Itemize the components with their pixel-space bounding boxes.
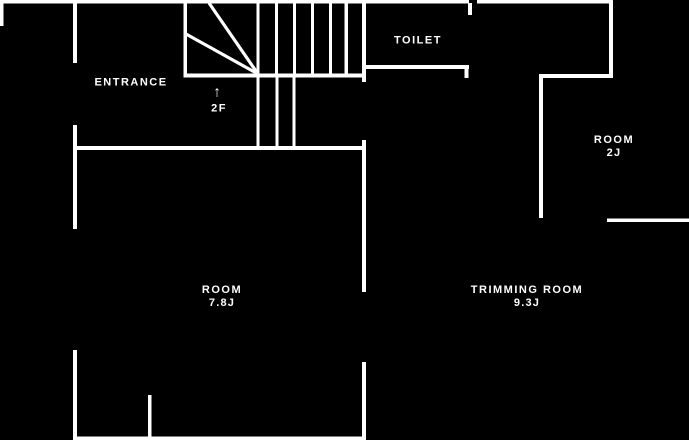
wall-room2j-west-wall xyxy=(539,74,543,218)
wall-stair-tread-9 xyxy=(292,77,296,148)
wall-stair-tread-5 xyxy=(329,0,332,75)
wall-stair-tread-1 xyxy=(256,0,260,75)
entrance-label: ENTRANCE xyxy=(94,76,168,89)
wall-toilet-south-wall xyxy=(362,65,469,69)
room-78j-name: ROOM xyxy=(201,284,243,296)
trimming-room-size: 9.3J xyxy=(513,297,541,309)
wall-stairwell-west-wall xyxy=(183,0,187,77)
room-2j-size: 2J xyxy=(606,147,622,159)
room-2j-label: ROOM 2J xyxy=(594,134,634,160)
wall-toilet-west-wall xyxy=(362,3,366,82)
wall-top-border-left xyxy=(0,0,469,4)
toilet-label: TOILET xyxy=(394,34,442,47)
wall-center-wall-upper xyxy=(362,140,366,292)
wall-toilet-door-jamb xyxy=(464,65,469,78)
wall-stair-tread-2 xyxy=(275,0,278,75)
wall-center-wall-lower xyxy=(362,362,366,440)
wall-left-border xyxy=(0,0,4,26)
wall-stair-tread-3 xyxy=(293,0,296,75)
room-2j-name: ROOM xyxy=(593,134,635,146)
wall-stair-tread-6 xyxy=(344,0,348,75)
wall-closet-wall xyxy=(148,395,152,440)
wall-stair-tread-7 xyxy=(256,77,260,148)
up-arrow-icon: ↑ xyxy=(213,83,221,101)
wall-top-border-right xyxy=(477,0,613,4)
wall-room78-north-wall xyxy=(73,146,366,150)
floor-marker-label: 2F xyxy=(211,102,227,115)
wall-stair-tread-8 xyxy=(275,77,279,148)
wall-west-wall-middle xyxy=(73,125,77,229)
room-78j-size: 7.8J xyxy=(208,297,236,309)
trimming-room-label: TRIMMING ROOM 9.3J xyxy=(471,284,583,310)
trimming-room-name: TRIMMING ROOM xyxy=(470,284,584,296)
wall-room2j-north-wall xyxy=(539,74,613,78)
wall-hall-south-wall xyxy=(183,73,366,78)
wall-toilet-east-wall xyxy=(468,3,472,15)
stair-winder-diagonal-1 xyxy=(207,2,260,75)
wall-bottom-border xyxy=(73,436,366,440)
room-78j-label: ROOM 7.8J xyxy=(202,284,242,310)
wall-west-wall-lower xyxy=(73,350,77,440)
wall-stair-tread-4 xyxy=(311,0,314,75)
wall-room2j-east-wall xyxy=(609,0,613,77)
stair-winder-diagonal-2 xyxy=(185,32,259,76)
wall-trimming-north-wall xyxy=(607,218,689,222)
wall-west-wall-upper xyxy=(73,0,77,63)
